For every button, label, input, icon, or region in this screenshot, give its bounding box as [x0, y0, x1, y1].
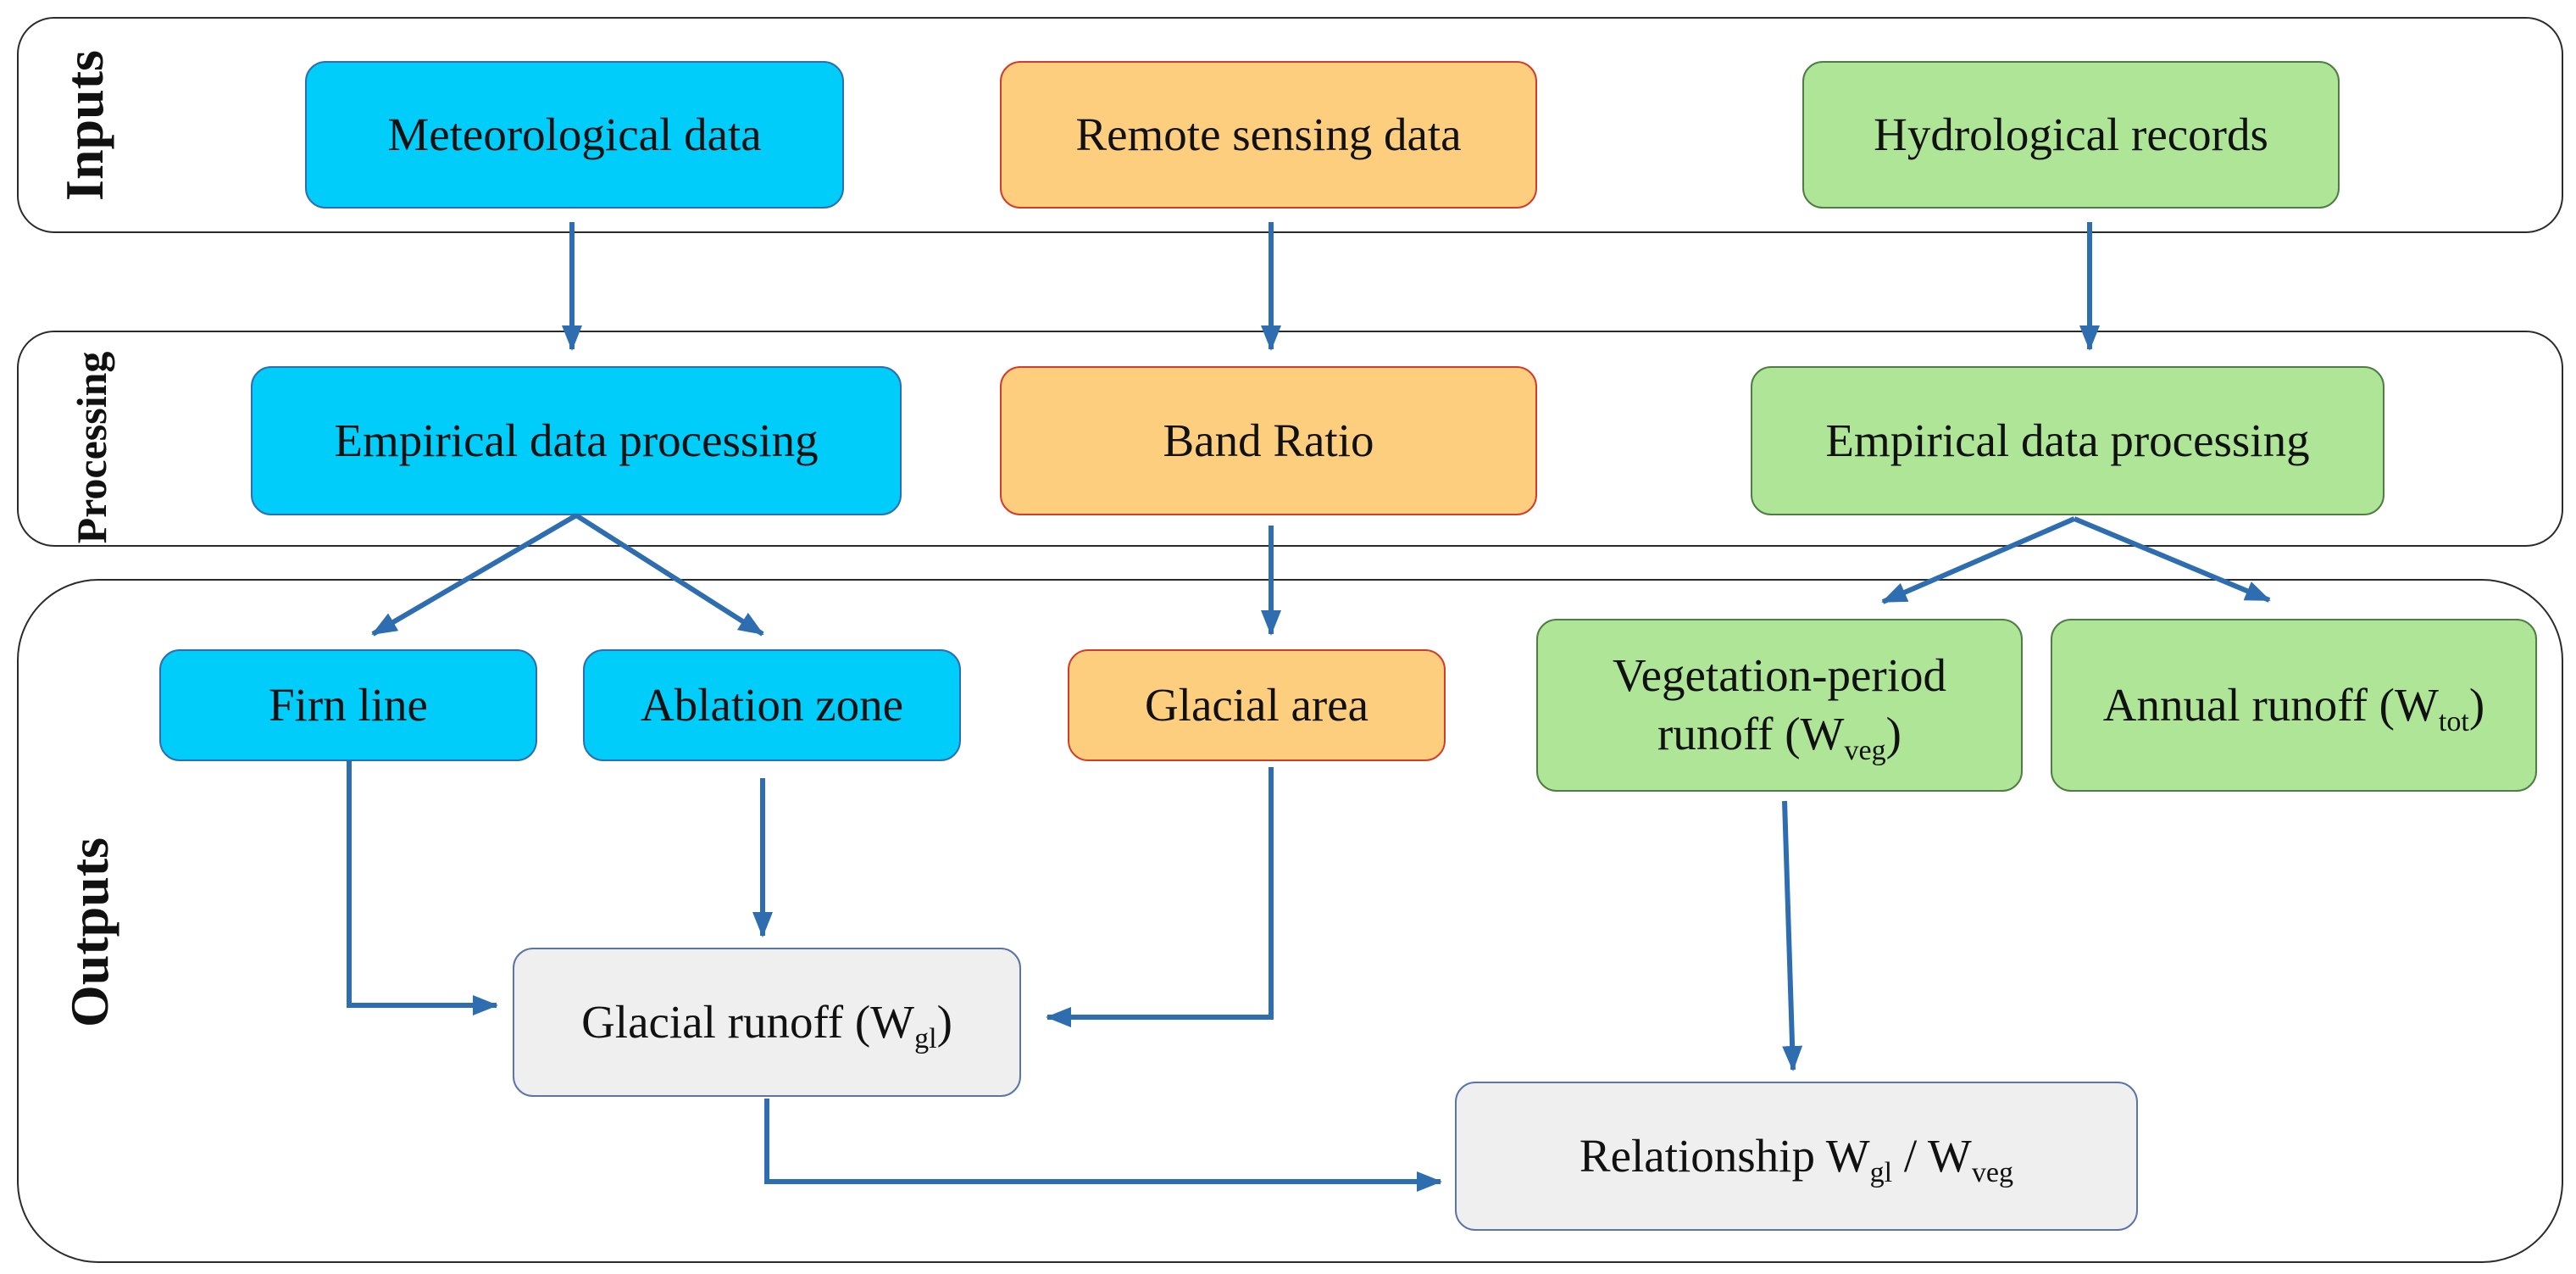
- glacial-runoff-subscript: gl: [914, 1022, 937, 1054]
- hydrological-records-label: Hydrological records: [1874, 108, 2268, 160]
- empirical-processing-left-label: Empirical data processing: [334, 414, 819, 466]
- firn-line-box: Firn line: [159, 649, 537, 761]
- relationship-subscript-gl: gl: [1869, 1156, 1893, 1188]
- processing-band-label: Processing: [68, 351, 115, 544]
- glacial-runoff-close: ): [936, 995, 952, 1048]
- outputs-band-label: Outputs: [59, 837, 119, 1028]
- vegetation-period-runoff-text: Vegetation-period runoff (Wveg): [1612, 647, 1947, 766]
- inputs-band: [17, 17, 2563, 233]
- annual-runoff-subscript: tot: [2438, 705, 2469, 737]
- relationship-box: Relationship Wgl / Wveg: [1455, 1082, 2138, 1231]
- firn-line-label: Firn line: [269, 678, 428, 731]
- band-ratio-label: Band Ratio: [1163, 414, 1374, 466]
- vegetation-period-line1: Vegetation-period: [1612, 649, 1947, 702]
- hydrological-records-box: Hydrological records: [1802, 61, 2340, 209]
- meteorological-data-label: Meteorological data: [387, 108, 762, 160]
- relationship-divider: / W: [1892, 1129, 1972, 1182]
- glacial-runoff-text: Glacial runoff (Wgl): [581, 993, 952, 1054]
- annual-runoff-box: Annual runoff (Wtot): [2051, 619, 2537, 792]
- glacial-runoff-box: Glacial runoff (Wgl): [513, 948, 1021, 1097]
- vegetation-period-runoff-box: Vegetation-period runoff (Wveg): [1536, 619, 2023, 792]
- inputs-band-label: Inputs: [54, 50, 114, 201]
- empirical-processing-right-box: Empirical data processing: [1751, 366, 2384, 515]
- vegetation-period-close: ): [1885, 708, 1901, 759]
- glacial-area-box: Glacial area: [1068, 649, 1446, 761]
- ablation-zone-label: Ablation zone: [640, 678, 904, 731]
- empirical-processing-left-box: Empirical data processing: [251, 366, 902, 515]
- meteorological-data-box: Meteorological data: [305, 61, 844, 209]
- processing-band: [17, 331, 2563, 547]
- outputs-band: [17, 579, 2563, 1263]
- remote-sensing-data-label: Remote sensing data: [1075, 108, 1462, 160]
- glacial-runoff-label: Glacial runoff (W: [581, 995, 915, 1048]
- relationship-text: Relationship Wgl / Wveg: [1579, 1127, 2014, 1188]
- vegetation-period-line2: runoff (W: [1657, 708, 1845, 759]
- remote-sensing-data-box: Remote sensing data: [1000, 61, 1537, 209]
- band-ratio-box: Band Ratio: [1000, 366, 1537, 515]
- relationship-subscript-veg: veg: [1971, 1156, 2014, 1188]
- glacial-area-label: Glacial area: [1144, 678, 1369, 731]
- annual-runoff-text: Annual runoff (Wtot): [2102, 676, 2485, 737]
- annual-runoff-close: ): [2468, 678, 2485, 731]
- empirical-processing-right-label: Empirical data processing: [1825, 414, 2310, 466]
- vegetation-period-subscript: veg: [1844, 734, 1886, 766]
- relationship-label: Relationship W: [1579, 1129, 1870, 1182]
- annual-runoff-label: Annual runoff (W: [2102, 678, 2439, 731]
- ablation-zone-box: Ablation zone: [583, 649, 961, 761]
